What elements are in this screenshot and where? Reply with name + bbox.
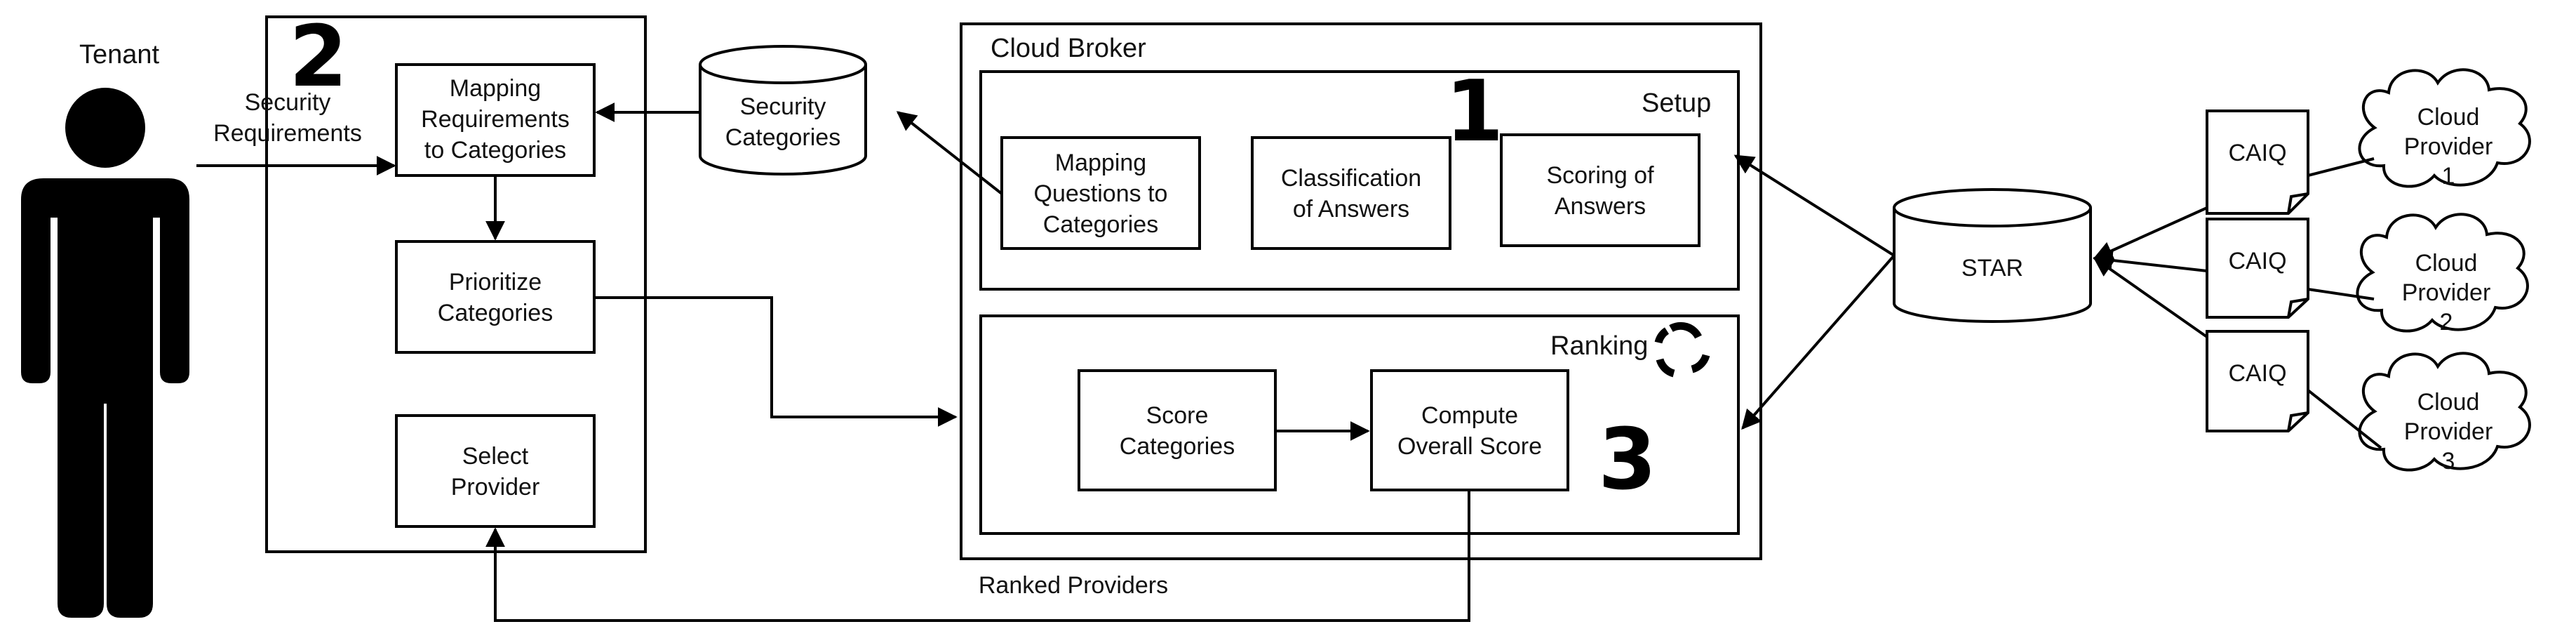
scoring-box: [1500, 133, 1700, 247]
ranked-providers-return-arrow: [485, 490, 1470, 622]
star-to-setup-arrow: [1733, 154, 1896, 257]
star-to-ranking-arrow: [1741, 254, 1896, 430]
caiq-document-2: [2206, 218, 2309, 319]
select-provider-box: [395, 414, 596, 528]
compute-score-text: Compute Overall Score: [1397, 402, 1542, 460]
cloud1-to-caiq1-line: [2307, 157, 2375, 177]
caiq1-to-star-arrow: [2093, 206, 2208, 260]
step-1-number: 1: [1445, 63, 1504, 161]
cloud-broker-frame: [960, 22, 1762, 560]
security-categories-text: Security Categories: [725, 93, 841, 151]
mapping-requirements-text: Mapping Requirements to Categories: [421, 75, 570, 164]
caiq-2-text: CAIQ: [2228, 248, 2287, 274]
ranked-providers-label: Ranked Providers: [978, 572, 1169, 599]
score-categories-text: Score Categories: [1119, 402, 1235, 460]
security-requirements-label: Security Requirements: [213, 89, 362, 147]
cloud-provider-2-text: Cloud Provider 2: [2401, 250, 2491, 336]
cloud2-to-caiq2-line: [2307, 288, 2375, 300]
cloud3-to-caiq3-line: [2307, 389, 2382, 449]
caiq-document-1: [2206, 110, 2309, 215]
prioritize-categories-text: Prioritize Categories: [437, 269, 554, 326]
mapping-questions-text: Mapping Questions to Categories: [1033, 150, 1168, 238]
step-2-number: 2: [289, 8, 348, 106]
tenant-panel: [265, 15, 647, 553]
cloud-provider-1-text: Cloud Provider 1: [2403, 104, 2493, 190]
ranking-panel: [979, 314, 1740, 535]
caiq-document-3: [2206, 330, 2309, 432]
cloud-provider-2-shape: [2356, 213, 2529, 333]
caiq-1-text: CAIQ: [2228, 140, 2287, 166]
caiq3-to-star-arrow: [2093, 257, 2208, 338]
cloud-broker-title: Cloud Broker: [991, 34, 1146, 63]
cloud-provider-3-text: Cloud Provider 3: [2403, 389, 2493, 475]
step-3-number: 3: [1598, 411, 1657, 509]
mapping-questions-to-categories-arrow: [896, 111, 1003, 195]
setup-panel: [979, 70, 1740, 291]
star-db: [1893, 188, 2092, 323]
cloud-provider-3-shape: [2358, 352, 2531, 472]
classification-text: Classification of Answers: [1280, 165, 1422, 223]
security-categories-db: [699, 45, 867, 175]
tenant-person-icon: [21, 88, 189, 618]
caiq-3-text: CAIQ: [2228, 360, 2287, 387]
cloud-provider-1-shape: [2358, 68, 2531, 188]
refresh-cycle-icon: [1654, 322, 1710, 378]
ranking-title: Ranking: [1550, 331, 1649, 361]
prioritize-to-ranking-arrow: [594, 296, 958, 427]
setup-title: Setup: [1642, 88, 1712, 118]
select-provider-text: Select Provider: [450, 443, 540, 501]
classification-box: [1251, 136, 1451, 250]
tenant-label: Tenant: [79, 40, 160, 69]
star-text: STAR: [1961, 255, 2024, 281]
scoring-text: Scoring of Answers: [1546, 162, 1654, 220]
